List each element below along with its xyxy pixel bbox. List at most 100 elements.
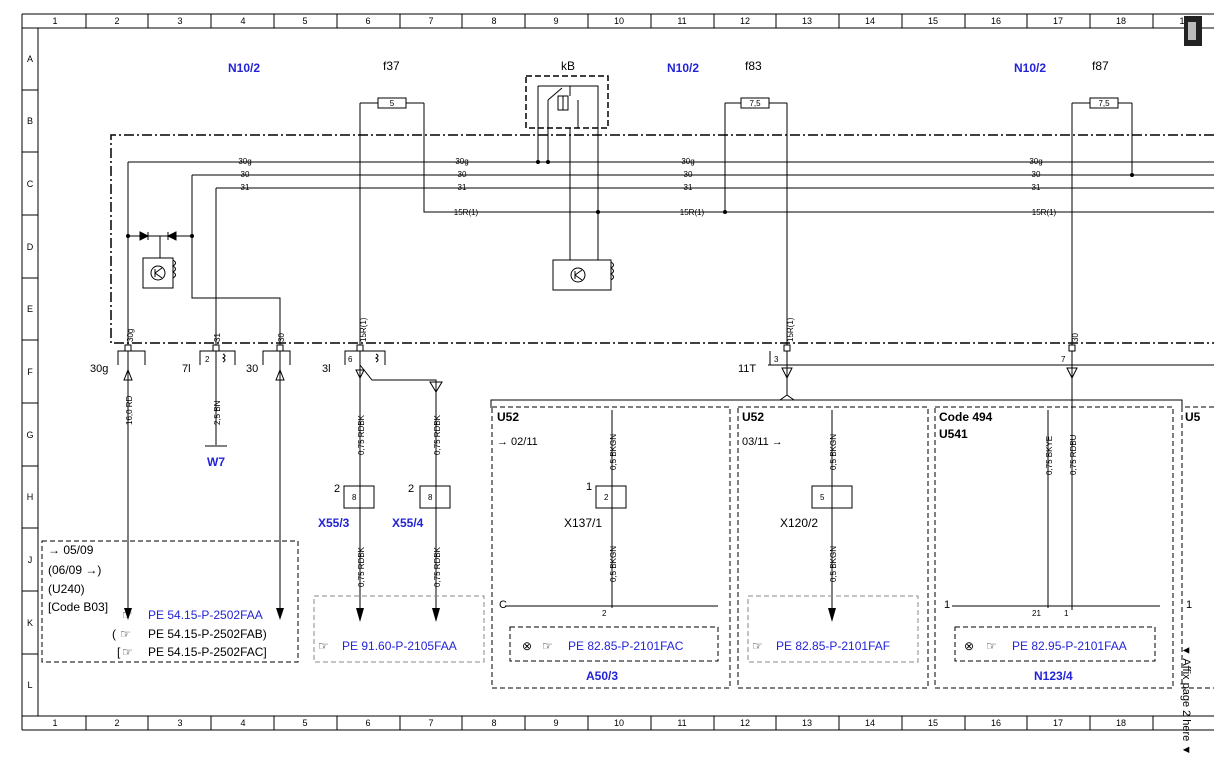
u5-box: [1181, 406, 1214, 689]
bus-label: 15R(1): [454, 208, 479, 217]
row-label: H: [27, 492, 34, 502]
ref-link-text: PE 82.85-P-2101FAC: [568, 639, 684, 653]
wire-label: 0,5 BKGN: [609, 546, 618, 582]
wire-label: 16,0 RD: [125, 395, 134, 425]
fuse-f37-value: 5: [390, 99, 395, 108]
pin-labels: 30g 31 30 15R(1) 15R(1) 30: [126, 317, 1080, 342]
bus-label: 30g: [455, 157, 468, 166]
terminal-label: 30g: [90, 363, 108, 375]
ref-pe-2502fab[interactable]: ( ☞ PE 54.15-P-2502FAB): [112, 627, 267, 641]
col-label: 5: [302, 718, 307, 728]
vertical-wires: [127, 351, 1183, 610]
bus-junctions: [126, 160, 1134, 238]
column-numbers-bottom: 1 2 3 4 5 6 7 8 9 10 11 12 13 14 15 16 1…: [52, 718, 1126, 728]
row-label: B: [27, 116, 33, 126]
kb-transistor-box: [552, 259, 614, 291]
pointing-hand-icon: ☞: [122, 645, 133, 659]
bus-label: 31: [1032, 183, 1041, 192]
wire-label: 0,75 RDBU: [1069, 434, 1078, 475]
terminal-number: 3: [774, 355, 779, 364]
connector-x55-4: X55/4: [392, 516, 424, 530]
u5-label: U5: [1185, 410, 1201, 424]
row-label: E: [27, 304, 33, 314]
ref-pe-2101faf[interactable]: ☞ PE 82.85-P-2101FAF: [752, 639, 890, 653]
u52-b-date: 03/11 →: [742, 436, 783, 448]
legend-line: (U240): [48, 582, 85, 596]
col-label: 10: [614, 718, 624, 728]
u52-b-label: U52: [742, 410, 764, 424]
bus-label: 30g: [681, 157, 694, 166]
relay-kb-label: kB: [561, 59, 575, 73]
row-label: G: [26, 430, 33, 440]
col-label: 15: [928, 16, 938, 26]
col-label: 3: [177, 718, 182, 728]
row-label: L: [27, 680, 32, 690]
col-label: 5: [302, 16, 307, 26]
bracket: [: [117, 645, 121, 659]
wire-labels: 16,0 RD 2,5 BN 0,75 RDBK 0,75 RDBK 0,75 …: [125, 395, 1078, 587]
wire-label: 0,5 BKGN: [829, 546, 838, 582]
bus-label: 31: [684, 183, 693, 192]
pointing-hand-icon: ☞: [120, 627, 131, 641]
terminal-number: 7: [1061, 355, 1066, 364]
col-label: 7: [428, 16, 433, 26]
pointing-hand-icon: ☞: [542, 639, 553, 653]
ref-pe-2101fac[interactable]: ⊗ ☞ PE 82.85-P-2101FAC: [522, 639, 684, 653]
pin-label: 2: [602, 609, 607, 618]
row-label: D: [27, 242, 34, 252]
ref-pe-2101faa[interactable]: ⊗ ☞ PE 82.95-P-2101FAA: [964, 639, 1127, 653]
ref-pe-2105faa[interactable]: ☞ PE 91.60-P-2105FAA: [318, 639, 457, 653]
ref-pe-2502fac[interactable]: [ ☞ PE 54.15-P-2502FAC]: [117, 645, 267, 659]
wire-label: 0,5 BKGN: [829, 434, 838, 470]
row-letters: A B C D E F G H J K L: [26, 54, 33, 690]
u52-a-label: U52: [497, 410, 519, 424]
legend-box: [41, 540, 299, 663]
col-label: 17: [1053, 718, 1063, 728]
legend-line: [Code B03]: [48, 600, 108, 614]
connector-row-f: [117, 350, 1214, 366]
ref-link-text: PE 54.15-P-2502FAA: [148, 608, 263, 622]
col-label: 1: [52, 718, 57, 728]
ref-link-text: PE 82.85-P-2101FAF: [776, 639, 890, 653]
col-label: 4: [240, 16, 245, 26]
module-boundary: [110, 134, 1214, 344]
connector-number: 1: [586, 481, 592, 493]
col-label: 12: [740, 718, 750, 728]
affix-note: ▼ Affix page 2 here ▼: [1180, 645, 1192, 755]
terminal-label: 30: [246, 363, 258, 375]
col-label: 18: [1116, 16, 1126, 26]
terminal-label: 7l: [182, 363, 191, 375]
pin-label: 30g: [126, 329, 135, 342]
module-n10-2-mid: N10/2: [667, 61, 699, 75]
col-label: 18: [1116, 718, 1126, 728]
pointing-hand-icon: ☞: [122, 608, 133, 622]
col-label: 16: [991, 16, 1001, 26]
ref-link-text: PE 54.15-P-2502FAC]: [148, 645, 267, 659]
ref-pe-2502faa[interactable]: ☞ PE 54.15-P-2502FAA: [122, 608, 263, 622]
col-label: 7: [428, 718, 433, 728]
bus-label: 31: [241, 183, 250, 192]
n123-4-label: N123/4: [1034, 669, 1073, 683]
module-pins: [124, 344, 1076, 352]
col-label: 11: [677, 718, 686, 728]
terminal-labels: 30g 7l 30 3l 11T: [90, 363, 756, 375]
bus-label: 30: [241, 170, 250, 179]
col-label: 8: [491, 16, 496, 26]
bus-label: 31: [458, 183, 467, 192]
connector-number: 2: [408, 483, 414, 495]
fuse-f37: [359, 97, 425, 130]
page-corner-icon[interactable]: [1184, 16, 1202, 46]
connectors-row-h: [343, 485, 853, 509]
col-label: 13: [802, 718, 812, 728]
terminal-numbers: 2 6 3 7: [205, 355, 1066, 364]
col-label: 3: [177, 16, 182, 26]
header-labels: N10/2 f37 kB N10/2 f83 N10/2 f87: [228, 59, 1109, 75]
pin-label: 1: [1186, 599, 1192, 611]
wire-arrows: [123, 367, 1078, 622]
u541-label: U541: [939, 427, 968, 441]
wire-label: 0,75 RDBK: [433, 414, 442, 455]
legend-line: → 05/09: [48, 543, 94, 557]
col-label: 12: [740, 16, 750, 26]
bus-label: 15R(1): [680, 208, 705, 217]
paren: (: [112, 627, 116, 641]
